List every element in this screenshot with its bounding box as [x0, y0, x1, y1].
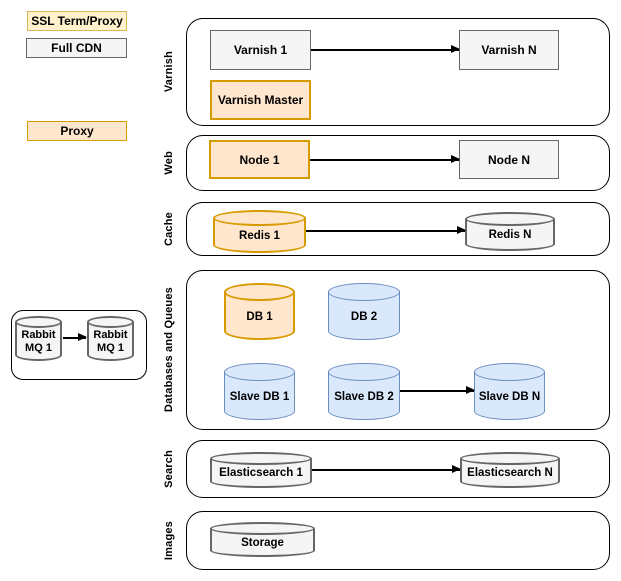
node-slave-db-2-label: Slave DB 2 — [334, 390, 394, 403]
node-slave-db-1-label: Slave DB 1 — [229, 390, 290, 403]
node-slave-db-n-label: Slave DB N — [478, 390, 541, 403]
cylinder-top — [87, 316, 134, 328]
cylinder-top — [213, 210, 306, 226]
node-elasticsearch-n-label: Elasticsearch N — [467, 467, 553, 480]
cylinder-top — [224, 363, 295, 381]
node-elasticsearch-n: Elasticsearch N — [460, 452, 560, 488]
node-varnish-n: Varnish N — [459, 30, 559, 70]
node-db-2: DB 2 — [328, 283, 400, 340]
section-label-databases-and-queues-text: Databases and Queues — [163, 287, 175, 413]
section-label-databases-and-queues: Databases and Queues — [155, 270, 183, 430]
node-rabbitmq-1-label: Rabbit MQ 1 — [21, 329, 56, 354]
cylinder-top — [328, 283, 400, 301]
node-slave-db-n: Slave DB N — [474, 363, 545, 420]
node-db-2-label: DB 2 — [350, 310, 378, 323]
section-label-web: Web — [155, 135, 183, 191]
arrow-varnish1-to-varnishn — [311, 46, 460, 53]
node-web-n: Node N — [459, 140, 559, 179]
node-storage-label: Storage — [241, 536, 284, 549]
legend-ssl-term-proxy-box: SSL Term/Proxy — [27, 11, 127, 31]
cylinder-top — [460, 452, 560, 465]
node-rabbitmq-2-label: Rabbit MQ 1 — [93, 329, 128, 354]
arrow-node1-to-noden — [310, 156, 460, 163]
cylinder-top — [15, 316, 62, 328]
node-varnish-1: Varnish 1 — [210, 30, 311, 70]
node-rabbitmq-2: Rabbit MQ 1 — [87, 316, 134, 361]
arrow-slavedb2-to-slavedbn — [400, 387, 475, 394]
section-label-images: Images — [155, 511, 183, 570]
cylinder-top — [474, 363, 545, 381]
section-label-web-text: Web — [163, 151, 175, 175]
cylinder-top — [465, 212, 555, 226]
section-label-images-text: Images — [163, 520, 175, 561]
section-label-varnish-text: Varnish — [163, 51, 175, 93]
node-slave-db-2: Slave DB 2 — [328, 363, 400, 420]
node-redis-1: Redis 1 — [213, 210, 306, 253]
node-redis-n: Redis N — [465, 212, 555, 251]
section-label-cache: Cache — [155, 202, 183, 256]
section-images — [186, 511, 610, 570]
node-web-1: Node 1 — [209, 140, 310, 179]
node-redis-n-label: Redis N — [488, 229, 532, 242]
legend-full-cdn-box: Full CDN — [26, 38, 127, 58]
node-rabbitmq-1: Rabbit MQ 1 — [15, 316, 62, 361]
arrow-elasticsearch1-to-elasticsearchn — [312, 466, 461, 473]
legend-proxy-box: Proxy — [27, 121, 127, 141]
section-label-search: Search — [155, 440, 183, 498]
node-redis-1-label: Redis 1 — [239, 229, 280, 242]
node-elasticsearch-1-label: Elasticsearch 1 — [219, 467, 303, 480]
node-db-1: DB 1 — [224, 283, 295, 340]
node-elasticsearch-1: Elasticsearch 1 — [210, 452, 312, 488]
section-label-cache-text: Cache — [163, 211, 175, 247]
cylinder-body — [15, 322, 62, 361]
cylinder-top — [328, 363, 400, 381]
node-varnish-master: Varnish Master — [210, 80, 311, 120]
arrow-rabbitmq1-to-rabbitmq2 — [63, 334, 87, 341]
cylinder-top — [224, 283, 295, 301]
node-db-1-label: DB 1 — [246, 310, 273, 323]
node-slave-db-1: Slave DB 1 — [224, 363, 295, 420]
section-label-search-text: Search — [163, 450, 175, 488]
cylinder-body — [87, 322, 134, 361]
section-label-varnish: Varnish — [155, 18, 183, 126]
cylinder-top — [210, 452, 312, 465]
arrow-redis1-to-redisn — [306, 227, 466, 234]
node-storage: Storage — [210, 522, 315, 557]
cylinder-top — [210, 522, 315, 535]
